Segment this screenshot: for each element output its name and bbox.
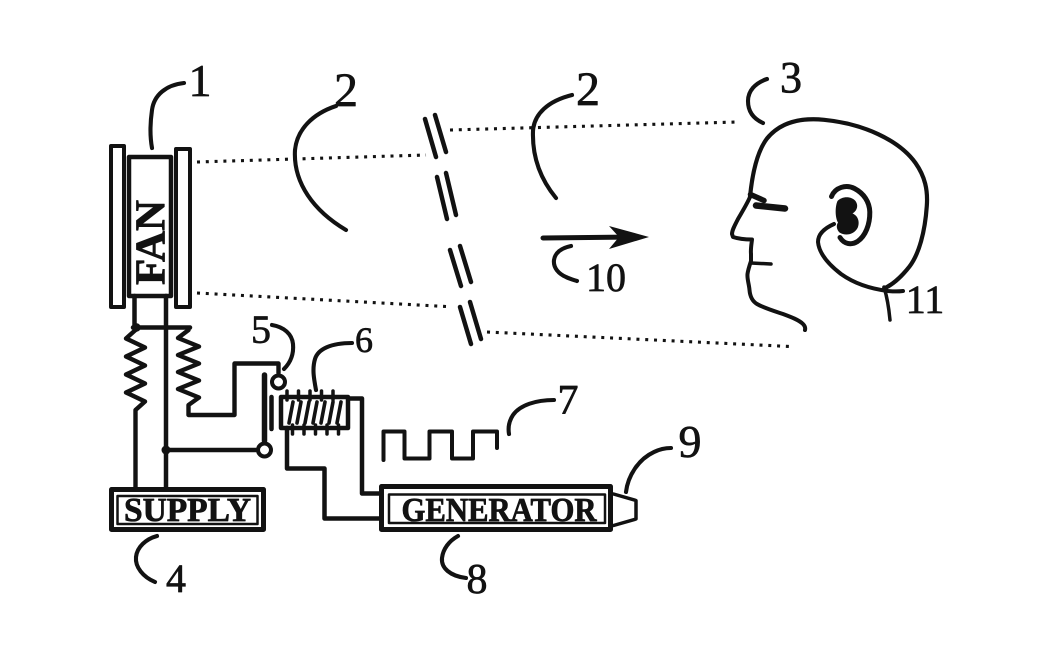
svg-text:1: 1	[189, 55, 212, 106]
svg-text:2: 2	[576, 63, 600, 116]
svg-text:FAN: FAN	[129, 200, 175, 285]
svg-text:8: 8	[467, 557, 488, 603]
svg-text:SUPPLY: SUPPLY	[124, 492, 251, 529]
svg-text:4: 4	[166, 556, 186, 601]
svg-text:9: 9	[679, 416, 702, 467]
svg-text:2: 2	[334, 64, 358, 117]
svg-text:3: 3	[780, 53, 802, 102]
svg-text:GENERATOR: GENERATOR	[402, 492, 597, 529]
svg-text:5: 5	[251, 307, 271, 352]
svg-text:10: 10	[586, 255, 626, 300]
svg-text:6: 6	[355, 320, 373, 360]
svg-text:7: 7	[558, 378, 579, 424]
svg-text:11: 11	[906, 277, 945, 322]
